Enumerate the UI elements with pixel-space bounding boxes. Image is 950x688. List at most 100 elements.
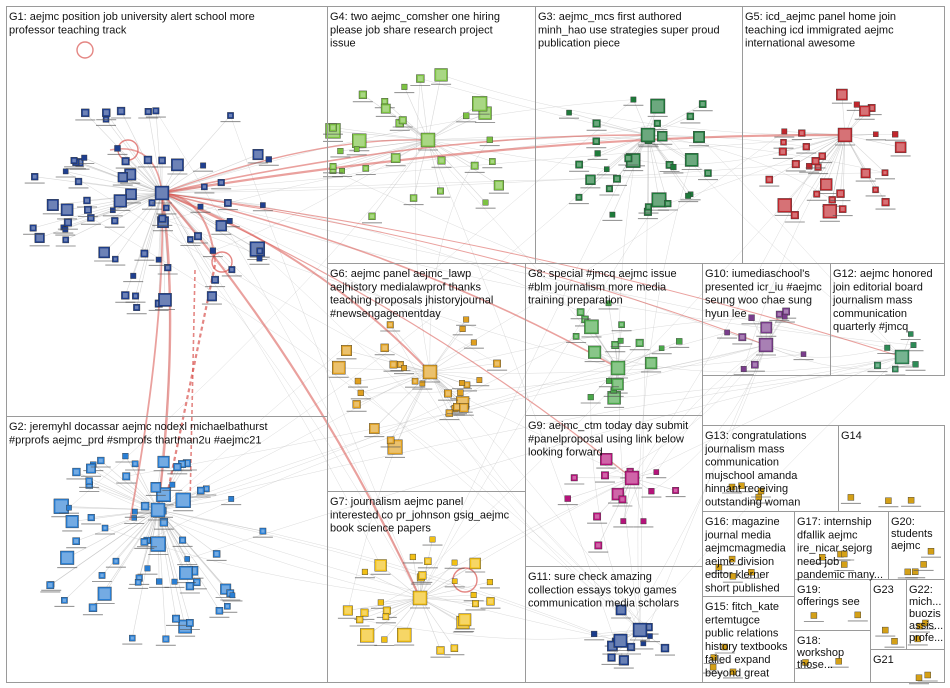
node-g6-0[interactable] <box>469 377 490 387</box>
node-g1-68[interactable] <box>57 203 78 220</box>
node-g8-11[interactable] <box>580 394 601 404</box>
node-g5-24[interactable] <box>799 163 820 173</box>
node-g12-2[interactable] <box>867 361 888 373</box>
node-g7-13[interactable] <box>465 600 486 611</box>
node-g9-13[interactable] <box>612 495 633 507</box>
node-g3-23[interactable] <box>607 174 627 186</box>
node-g18-0[interactable] <box>828 658 849 668</box>
node-g8-17[interactable] <box>651 345 672 355</box>
node-g15-2[interactable] <box>703 654 724 665</box>
node-g2-4[interactable] <box>82 603 103 616</box>
node-g4-3[interactable] <box>403 194 424 206</box>
node-g7-3[interactable] <box>337 605 358 619</box>
node-g17-2[interactable] <box>834 550 855 561</box>
node-g1-26[interactable] <box>180 236 201 247</box>
node-g7-7[interactable] <box>430 646 451 658</box>
node-g4-11[interactable] <box>475 199 496 209</box>
node-g10-0[interactable] <box>744 360 765 372</box>
node-g2-43[interactable] <box>66 537 87 549</box>
node-g2-27[interactable] <box>62 515 83 532</box>
node-g12-0[interactable] <box>905 361 926 371</box>
node-g16-2[interactable] <box>741 569 762 579</box>
node-g7-17[interactable] <box>412 571 433 583</box>
node-g2-57[interactable] <box>153 455 174 472</box>
node-g6-16[interactable] <box>452 380 472 390</box>
node-g1-50[interactable] <box>221 266 242 277</box>
node-g1-52[interactable] <box>190 203 211 213</box>
node-g4-17[interactable] <box>431 68 452 85</box>
node-g3-27[interactable] <box>568 193 589 205</box>
node-g1-38[interactable] <box>248 148 269 164</box>
node-g7-20[interactable] <box>394 627 415 646</box>
node-g8-16[interactable] <box>641 356 662 373</box>
node-g9-2[interactable] <box>646 469 667 479</box>
node-g2-19[interactable] <box>57 550 78 569</box>
node-g4-27[interactable] <box>323 163 343 174</box>
node-g11-10[interactable] <box>655 643 675 656</box>
node-g19-1[interactable] <box>803 612 824 623</box>
node-g9-5[interactable] <box>557 495 578 506</box>
node-g6-hub[interactable] <box>420 364 440 383</box>
node-g5-16[interactable] <box>759 175 780 187</box>
node-g10-3[interactable] <box>733 366 754 376</box>
node-g4-4[interactable] <box>488 180 509 194</box>
node-g14-1[interactable] <box>901 497 922 507</box>
node-g21-0[interactable] <box>917 671 938 682</box>
node-g11-9[interactable] <box>640 633 660 643</box>
node-g2-60[interactable] <box>162 481 183 491</box>
node-g3-13[interactable] <box>580 174 601 189</box>
node-g1-64[interactable] <box>152 156 173 168</box>
node-g1-48[interactable] <box>23 224 44 235</box>
node-g9-6[interactable] <box>564 474 585 485</box>
node-g6-12[interactable] <box>374 343 395 356</box>
node-g2-47[interactable] <box>122 634 143 645</box>
node-g7-12[interactable] <box>402 553 423 564</box>
node-g8-4[interactable] <box>604 391 625 408</box>
node-g1-41[interactable] <box>105 255 126 266</box>
node-g1-67[interactable] <box>104 217 125 228</box>
node-g20-2[interactable] <box>921 548 941 558</box>
node-g1-59[interactable] <box>167 158 188 175</box>
node-g2-5[interactable] <box>51 498 72 518</box>
node-g3-18[interactable] <box>596 166 617 176</box>
node-g5-13[interactable] <box>855 168 876 182</box>
node-g11-1[interactable] <box>584 630 605 641</box>
node-g19-0[interactable] <box>847 611 868 622</box>
node-g6-2[interactable] <box>390 361 411 372</box>
node-g9-1[interactable] <box>641 488 662 498</box>
node-g4-5[interactable] <box>431 156 452 168</box>
node-g5-25[interactable] <box>785 160 806 172</box>
node-g1-63[interactable] <box>148 256 169 266</box>
node-g2-7[interactable] <box>54 597 75 607</box>
node-g2-54[interactable] <box>128 579 149 589</box>
node-g5-28[interactable] <box>774 128 795 138</box>
node-g12-1[interactable] <box>900 331 921 341</box>
node-g6-15[interactable] <box>380 321 401 332</box>
node-g6-23[interactable] <box>439 409 460 421</box>
node-g2-40[interactable] <box>59 504 79 514</box>
node-g4-24[interactable] <box>346 146 367 156</box>
node-g3-6[interactable] <box>602 211 623 221</box>
node-g9-11[interactable] <box>587 512 608 524</box>
node-g3-2[interactable] <box>689 130 709 147</box>
node-g4-26[interactable] <box>464 161 485 173</box>
node-g15-1[interactable] <box>703 663 724 674</box>
node-g5-27[interactable] <box>796 143 817 154</box>
node-g5-9[interactable] <box>865 186 886 197</box>
node-g13-1[interactable] <box>751 487 771 498</box>
node-g4-29[interactable] <box>392 116 413 128</box>
node-g14-0[interactable] <box>878 497 899 508</box>
node-g10-hub[interactable] <box>756 337 776 356</box>
node-g6-19[interactable] <box>348 377 368 388</box>
node-g5-19[interactable] <box>830 189 851 202</box>
node-g4-16[interactable] <box>330 147 351 158</box>
node-g2-51[interactable] <box>206 550 227 561</box>
node-g2-6[interactable] <box>221 496 242 506</box>
node-g11-5[interactable] <box>633 640 654 650</box>
node-g7-6[interactable] <box>422 536 443 546</box>
node-g5-hub[interactable] <box>835 127 855 146</box>
node-g22-1[interactable] <box>907 635 928 646</box>
node-g7-23[interactable] <box>357 628 378 646</box>
node-g3-hub[interactable] <box>638 127 658 146</box>
node-g1-36[interactable] <box>125 292 146 303</box>
